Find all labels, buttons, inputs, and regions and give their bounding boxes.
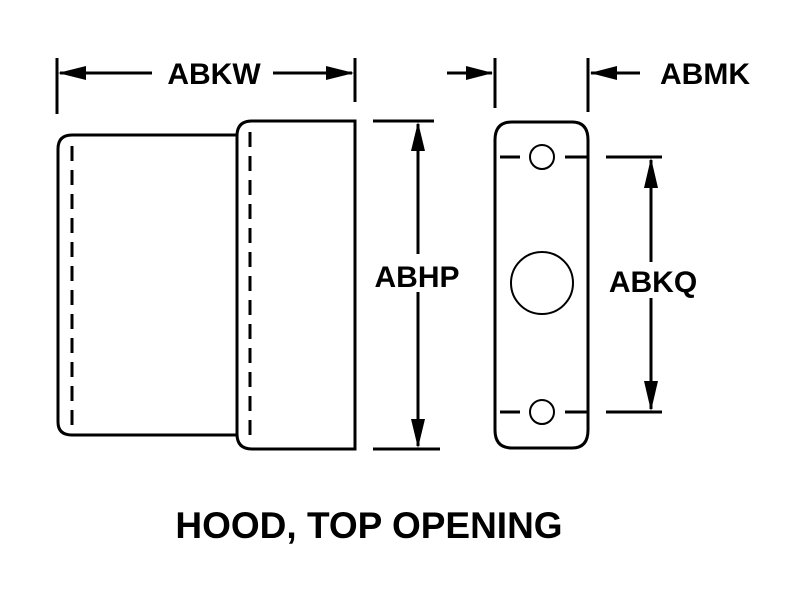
arrowhead-right-icon — [326, 66, 354, 80]
dimension-abkq: ABKQ — [606, 155, 697, 414]
dimension-label-abkw: ABKW — [167, 58, 261, 91]
arrowhead-up-icon — [411, 122, 425, 151]
diagram-title: HOOD, TOP OPENING — [175, 505, 562, 546]
arrowhead-up-icon — [644, 158, 658, 188]
hood-body-outline — [56, 133, 238, 437]
dimension-label-abhp: ABHP — [374, 261, 459, 294]
arrowhead-left-icon — [58, 66, 86, 80]
mounting-hole-top — [529, 144, 555, 170]
dimension-abmk: ABMK — [447, 58, 750, 112]
center-opening — [510, 251, 574, 315]
arrowhead-down-icon — [644, 381, 658, 411]
end-view-outline — [493, 120, 590, 450]
hood-side-view — [56, 119, 357, 451]
hood-flange-outline — [235, 119, 357, 451]
dimension-abkw: ABKW — [55, 58, 357, 114]
arrowhead-left-icon — [590, 66, 617, 80]
dimension-abhp: ABHP — [373, 119, 460, 451]
hood-end-view — [493, 120, 590, 450]
arrowhead-right-icon — [466, 66, 493, 80]
dimension-label-abmk: ABMK — [660, 58, 750, 91]
mounting-hole-bottom — [529, 399, 555, 425]
arrowhead-down-icon — [411, 419, 425, 448]
dimension-label-abkq: ABKQ — [609, 266, 697, 299]
